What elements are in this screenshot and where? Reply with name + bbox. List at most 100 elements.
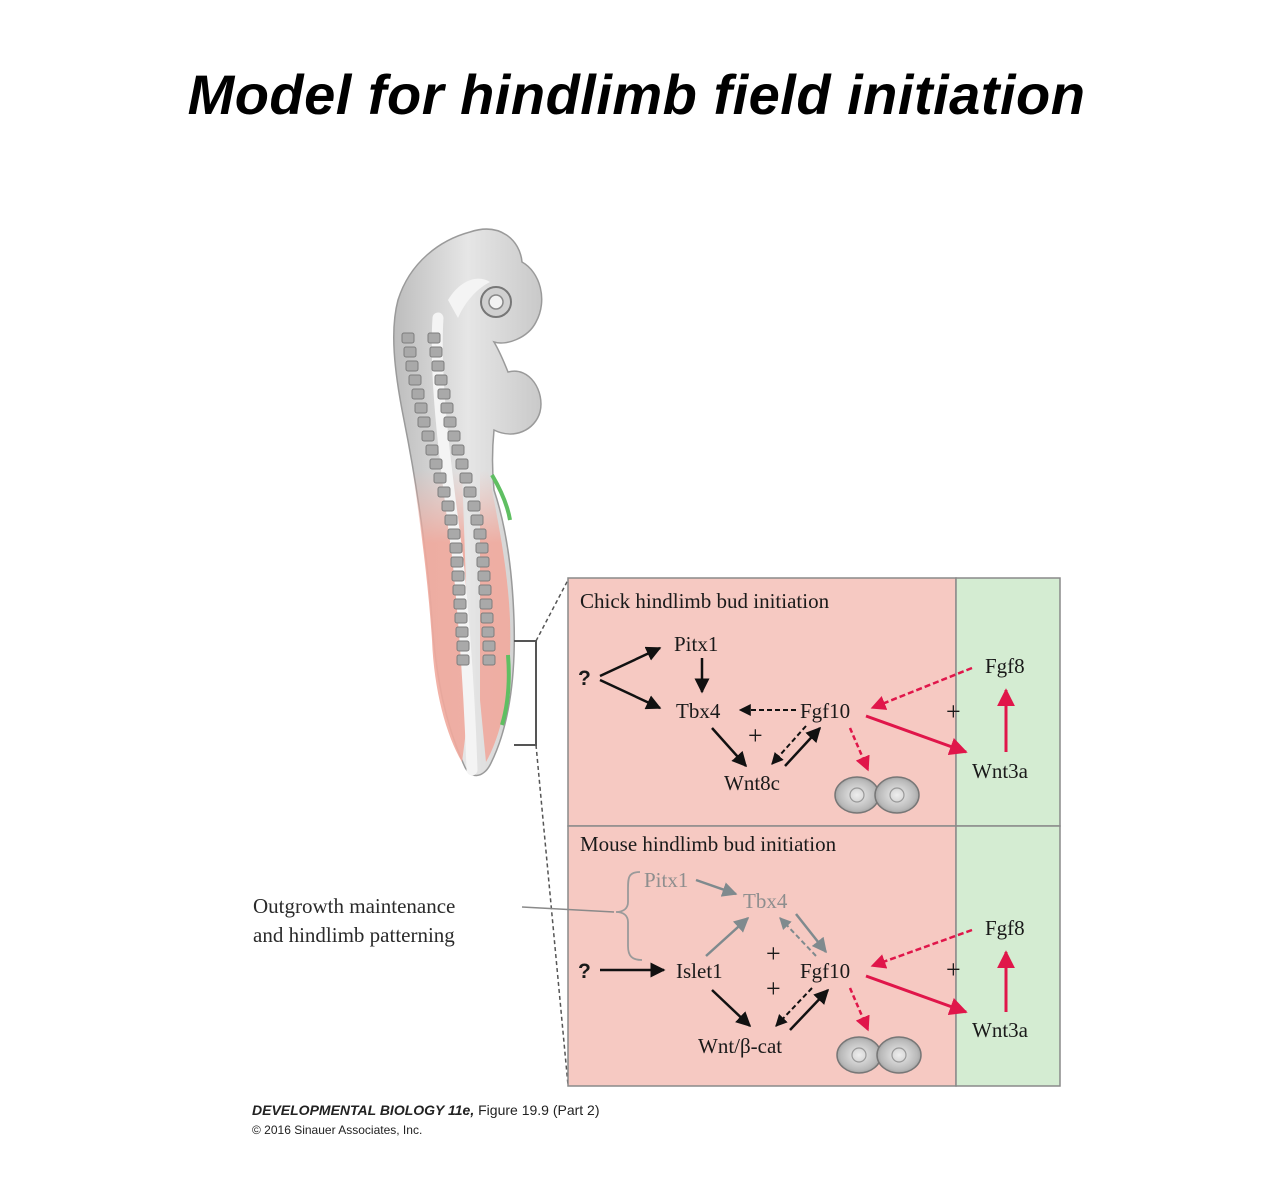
somite: [470, 514, 484, 526]
head-brain-region: [448, 278, 490, 318]
somite: [401, 332, 415, 344]
mouse-wnt-bcat: Wnt/β-cat: [698, 1034, 782, 1058]
somite: [433, 472, 447, 484]
mouse-plus-right: +: [946, 955, 961, 984]
mouse-ectoderm-panel: [955, 825, 1061, 1087]
chick-ectoderm-panel: [955, 577, 1061, 827]
chick-wnt8c: Wnt8c: [724, 771, 780, 795]
mouse-plus-lower: +: [766, 974, 781, 1003]
somite: [475, 542, 489, 554]
somite: [411, 388, 425, 400]
somite: [467, 500, 481, 512]
chick-fgf10: Fgf10: [800, 699, 850, 723]
region-bracket: [514, 640, 537, 746]
somite: [447, 430, 461, 442]
somite: [429, 346, 443, 358]
mouse-network: Mouse hindlimb bud initiation ? Pitx1 Tb…: [578, 832, 1029, 1074]
somite: [425, 444, 439, 456]
somite: [449, 542, 463, 554]
somite: [414, 402, 428, 414]
somite: [443, 416, 457, 428]
somite: [478, 584, 492, 596]
somite: [480, 612, 494, 624]
arrow-fgf10-wnt3a-mouse: [865, 974, 968, 1015]
somite: [454, 612, 468, 624]
somite: [440, 402, 454, 414]
somite: [444, 514, 458, 526]
chick-pitx1: Pitx1: [674, 632, 718, 656]
figure-title: Model for hindlimb field initiation: [187, 63, 1086, 126]
arrow-tbx4-fgf10: [795, 913, 827, 954]
somite-series: [401, 332, 496, 666]
mouse-plus-upper: +: [766, 939, 781, 968]
callout-line-1: Outgrowth maintenance: [253, 894, 455, 918]
credit-copyright: © 2016 Sinauer Associates, Inc.: [252, 1123, 423, 1137]
mouse-islet1: Islet1: [676, 959, 723, 983]
arrow-wnt8c-fgf10: [784, 726, 822, 767]
somite: [429, 458, 443, 470]
figure-credit: DEVELOPMENTAL BIOLOGY 11e, Figure 19.9 (…: [252, 1100, 600, 1140]
credit-figure: Figure 19.9 (Part 2): [474, 1102, 600, 1118]
arrow-tbx4-wnt8c: [711, 727, 748, 768]
somite: [447, 528, 461, 540]
somite: [455, 626, 469, 638]
somite: [437, 486, 451, 498]
lateral-ectoderm-lower: [500, 654, 511, 726]
somite: [431, 360, 445, 372]
credit-source: DEVELOPMENTAL BIOLOGY 11e,: [252, 1102, 475, 1118]
arrow-q-tbx4: [599, 678, 662, 710]
callout-leader-line: [521, 906, 615, 913]
arrow-fgf10-wnt: [775, 987, 813, 1027]
chick-question: ?: [578, 667, 591, 690]
eye-icon: [480, 286, 512, 318]
chick-network: Chick hindlimb bud initiation ? Pitx1 Tb…: [578, 589, 1029, 814]
callout-line-2: and hindlimb patterning: [253, 923, 455, 947]
chick-tbx4: Tbx4: [676, 699, 721, 723]
somite: [456, 640, 470, 652]
arrow-fgf10-wnt3a: [865, 714, 968, 755]
zoom-line-top: [535, 579, 569, 642]
chick-wnt3a: Wnt3a: [972, 759, 1029, 783]
somite: [437, 388, 451, 400]
outgrowth-callout: Outgrowth maintenance and hindlimb patte…: [253, 894, 615, 947]
chick-dividing-cell-icon: [834, 776, 920, 814]
somite: [482, 654, 496, 666]
mouse-pitx1: Pitx1: [644, 868, 688, 892]
embryo-illustration: [393, 228, 543, 777]
somite: [408, 374, 422, 386]
somite: [482, 640, 496, 652]
somite: [463, 486, 477, 498]
arrow-fgf10-tbx4: [779, 917, 817, 957]
somite: [427, 332, 441, 344]
mouse-dividing-cell-icon: [836, 1036, 922, 1074]
somite: [455, 458, 469, 470]
somite: [476, 556, 490, 568]
chick-plus-right: +: [946, 697, 961, 726]
mouse-brace: [615, 871, 643, 961]
somite: [441, 500, 455, 512]
chick-plus-left: +: [748, 721, 763, 750]
somite: [452, 584, 466, 596]
zoom-line-bottom: [535, 744, 569, 1086]
mouse-question: ?: [578, 960, 591, 983]
mouse-fgf10: Fgf10: [800, 959, 850, 983]
somite: [450, 556, 464, 568]
mouse-fgf8: Fgf8: [985, 916, 1025, 940]
somite: [477, 570, 491, 582]
chick-fgf8: Fgf8: [985, 654, 1025, 678]
somite: [451, 570, 465, 582]
somite: [434, 374, 448, 386]
somite: [459, 472, 473, 484]
somite: [417, 416, 431, 428]
arrow-islet1-wnt: [711, 989, 752, 1028]
somite: [421, 430, 435, 442]
somite: [453, 598, 467, 610]
arrow-pitx1-tbx4-gray: [695, 878, 738, 897]
arrow-fgf10-wnt8c: [771, 725, 807, 765]
somite: [481, 626, 495, 638]
lateral-ectoderm-upper: [490, 473, 512, 521]
mouse-heading: Mouse hindlimb bud initiation: [580, 832, 837, 856]
somite: [456, 654, 470, 666]
mouse-tbx4: Tbx4: [743, 889, 788, 913]
